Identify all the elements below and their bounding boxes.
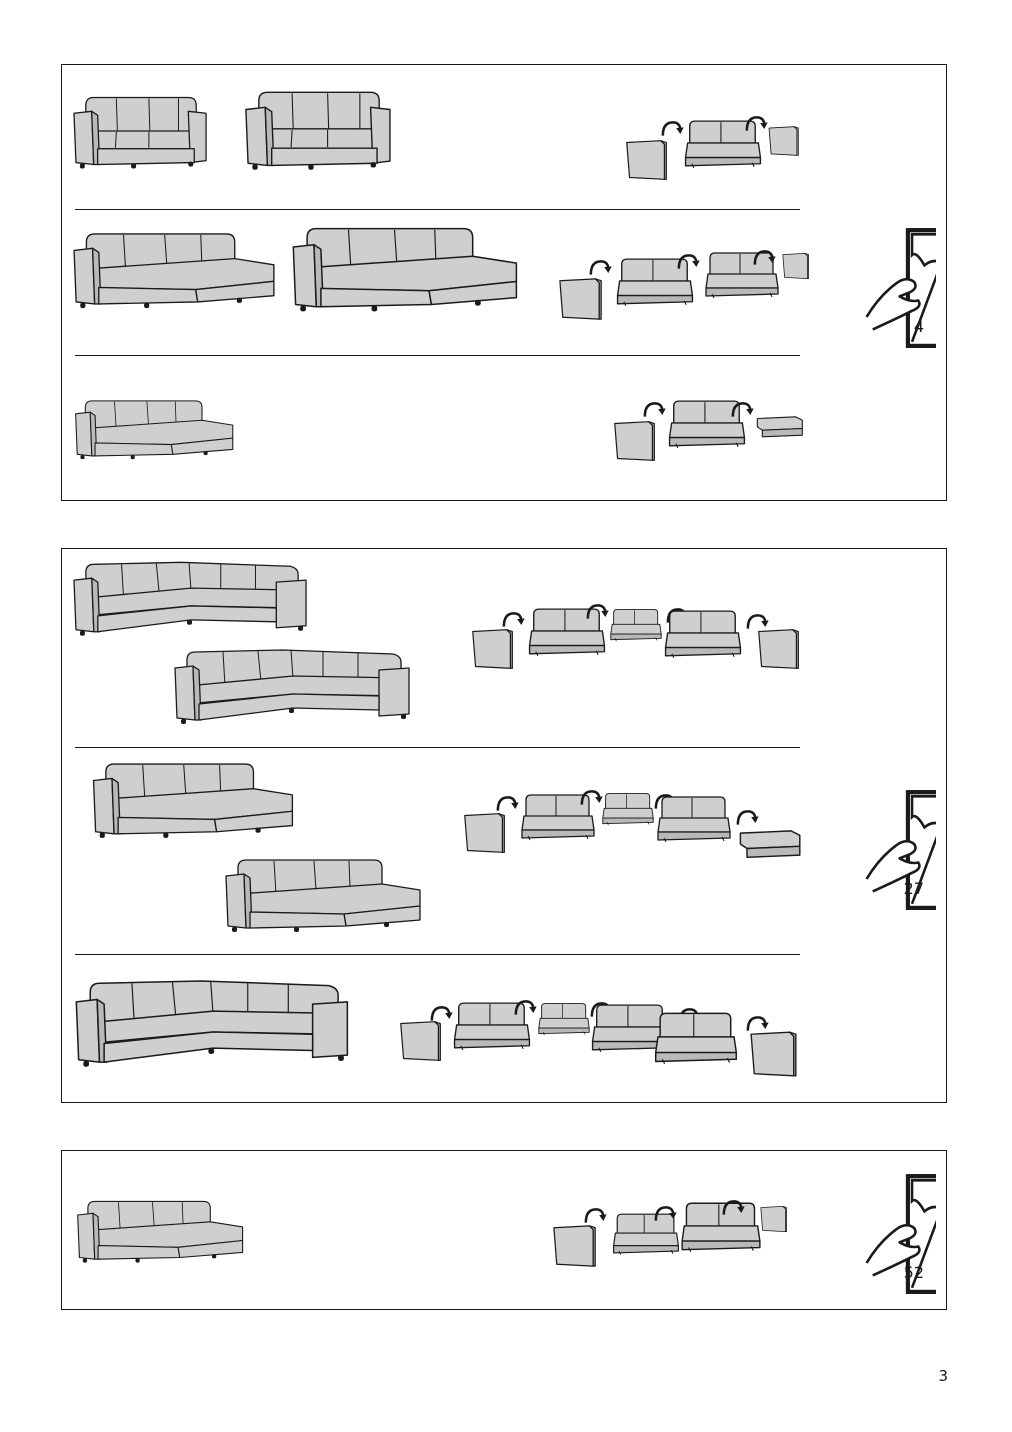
corner-sofa-illustration: [72, 560, 310, 640]
instruction-panel-2: [61, 548, 947, 1103]
armrest-illustration: [622, 137, 672, 183]
curved-arrow-icon: [750, 248, 778, 268]
curved-arrow-icon: [728, 400, 756, 420]
curved-arrow-icon: [512, 998, 538, 1018]
page-reference: 27: [903, 879, 924, 898]
sofa-module-illustration: [652, 794, 736, 844]
armrest-illustration: [610, 418, 660, 464]
curved-arrow-icon: [674, 252, 702, 272]
armrest-illustration: [460, 810, 510, 856]
u-shaped-sofa-chaise-illustration: [74, 974, 352, 1076]
curved-arrow-icon: [720, 1198, 746, 1218]
sofa-2-seat-footstool-illustration: [74, 388, 236, 472]
page-reference: 52: [903, 1263, 924, 1282]
panel-1-divider-2: [75, 355, 800, 356]
chaise-module-illustration: [648, 1010, 744, 1066]
armrest-illustration: [550, 1222, 600, 1270]
armrest-illustration: [758, 1204, 790, 1234]
curved-arrow-icon: [584, 602, 610, 622]
sofa-4-seat-chaise-illustration: [288, 224, 524, 316]
instruction-panel-3: [61, 1150, 947, 1310]
armrest-illustration: [468, 626, 518, 672]
page-reference: 4: [913, 317, 924, 336]
instruction-panel-1: [61, 64, 947, 501]
armrest-illustration: [746, 1028, 802, 1080]
panel-2-divider-1: [75, 747, 800, 748]
armrest-illustration: [766, 124, 802, 158]
curved-arrow-icon: [582, 1206, 608, 1226]
corner-module-illustration: [600, 786, 656, 832]
page-number: 3: [938, 1367, 948, 1385]
sofa-2-seat-illustration: [72, 92, 210, 174]
curved-arrow-icon: [652, 1204, 678, 1224]
panel-2-divider-2: [75, 954, 800, 955]
armrest-illustration: [754, 626, 804, 672]
panel-1-divider-1: [75, 209, 800, 210]
footstool-illustration: [754, 412, 804, 440]
curved-arrow-icon: [734, 808, 760, 828]
sofa-module-illustration: [660, 608, 746, 660]
small-corner-sofa-footstool-illustration: [224, 856, 424, 936]
corner-sofa-footstool-illustration: [72, 760, 316, 842]
sofa-chaise-footstool-illustration: [76, 1184, 246, 1280]
armrest-illustration: [556, 275, 606, 323]
footstool-illustration: [736, 826, 802, 860]
armrest-illustration: [396, 1018, 446, 1064]
corner-sofa-large-illustration: [162, 648, 424, 728]
corner-module-illustration: [608, 602, 664, 648]
sofa-with-chaise-illustration: [72, 228, 278, 314]
curved-arrow-icon: [586, 258, 614, 278]
corner-module-illustration: [536, 996, 592, 1042]
sofa-3-seat-illustration: [236, 88, 402, 174]
curved-arrow-icon: [500, 610, 526, 630]
